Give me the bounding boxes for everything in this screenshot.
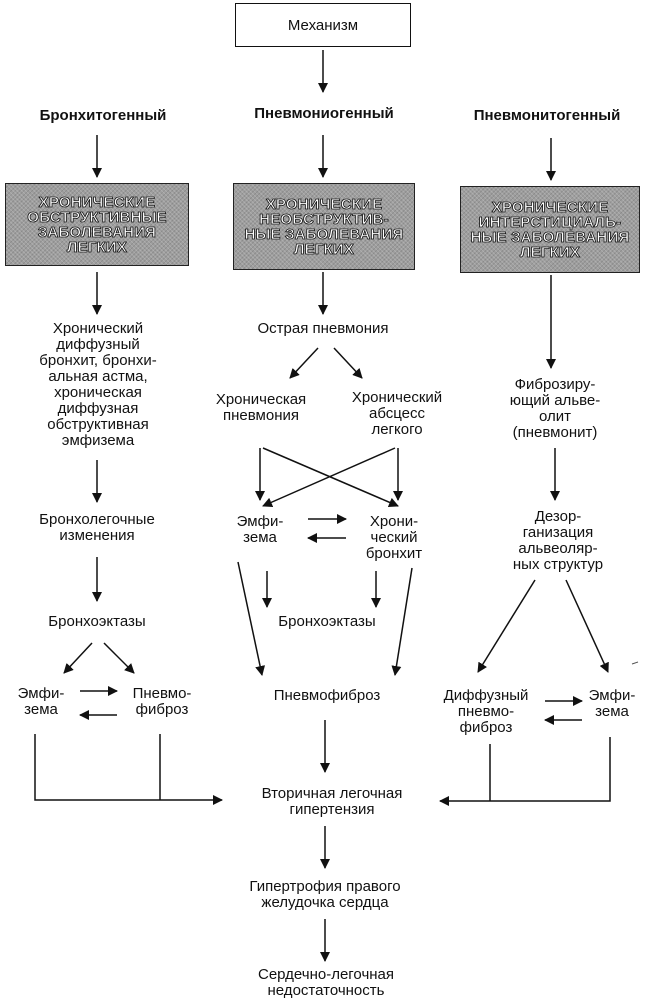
left-bronchiectasis: Бронхоэктазы: [48, 613, 146, 630]
left-emphysema: Эмфи- зема: [17, 685, 65, 718]
right-fibrosing-alveolitis: Фиброзиру- ющий альве- олит (пневмонит): [509, 376, 601, 441]
box-chronic-obstructive-label: ХРОНИЧЕСКИЕ ОБСТРУКТИВНЫЕ ЗАБОЛЕВАНИЯ ЛЕ…: [27, 193, 167, 256]
right-ventricle-hypertrophy: Гипертрофия правого желудочка сердца: [249, 878, 401, 911]
mid-chronic-pneumonia: Хроническая пневмония: [215, 391, 307, 424]
mid-bronchiectasis: Бронхоэктазы: [278, 613, 376, 630]
left-bronchopulmonary-changes: Бронхолегочные изменения: [39, 511, 155, 544]
box-chronic-interstitial: ХРОНИЧЕСКИЕ ИНТЕРСТИЦИАЛЬ- НЫЕ ЗАБОЛЕВАН…: [460, 186, 640, 273]
box-chronic-nonobstructive: ХРОНИЧЕСКИЕ НЕОБСТРУКТИВ- НЫЕ ЗАБОЛЕВАНИ…: [233, 183, 415, 270]
right-emphysema: Эмфи- зема: [588, 687, 636, 720]
heading-pneumoniogenic: Пневмониогенный: [254, 105, 394, 122]
right-alveolar-disorganization: Дезор- ганизация альвеоляр- ных структур: [512, 508, 604, 573]
mechanism-label: Механизм: [287, 16, 359, 34]
box-chronic-interstitial-label: ХРОНИЧЕСКИЕ ИНТЕРСТИЦИАЛЬ- НЫЕ ЗАБОЛЕВАН…: [470, 198, 630, 261]
mid-pneumofibrosis: Пневмофиброз: [273, 687, 381, 704]
mid-acute-pneumonia: Острая пневмония: [257, 320, 389, 337]
heading-pneumonitogenic: Пневмонитогенный: [473, 107, 621, 124]
box-chronic-obstructive: ХРОНИЧЕСКИЕ ОБСТРУКТИВНЫЕ ЗАБОЛЕВАНИЯ ЛЕ…: [5, 183, 189, 266]
mid-lung-abscess: Хронический абсцесс легкого: [351, 389, 443, 438]
mid-emphysema: Эмфи- зема: [236, 513, 284, 546]
box-chronic-nonobstructive-label: ХРОНИЧЕСКИЕ НЕОБСТРУКТИВ- НЫЕ ЗАБОЛЕВАНИ…: [244, 195, 404, 258]
mid-chronic-bronchitis: Хрони- ческий бронхит: [365, 513, 423, 562]
left-pneumofibrosis: Пневмо- фиброз: [132, 685, 192, 718]
right-diffuse-pneumofibrosis: Диффузный пневмо- фиброз: [443, 687, 529, 736]
cardiopulmonary-insufficiency: Сердечно-легочная недостаточность: [257, 966, 395, 999]
mechanism-box: Механизм: [235, 3, 411, 47]
left-diseases: Хронический диффузный бронхит, бронхи- а…: [39, 320, 157, 449]
heading-bronchitogenic: Бронхитогенный: [39, 107, 167, 124]
secondary-pulmonary-hypertension: Вторичная легочная гипертензия: [261, 785, 403, 818]
